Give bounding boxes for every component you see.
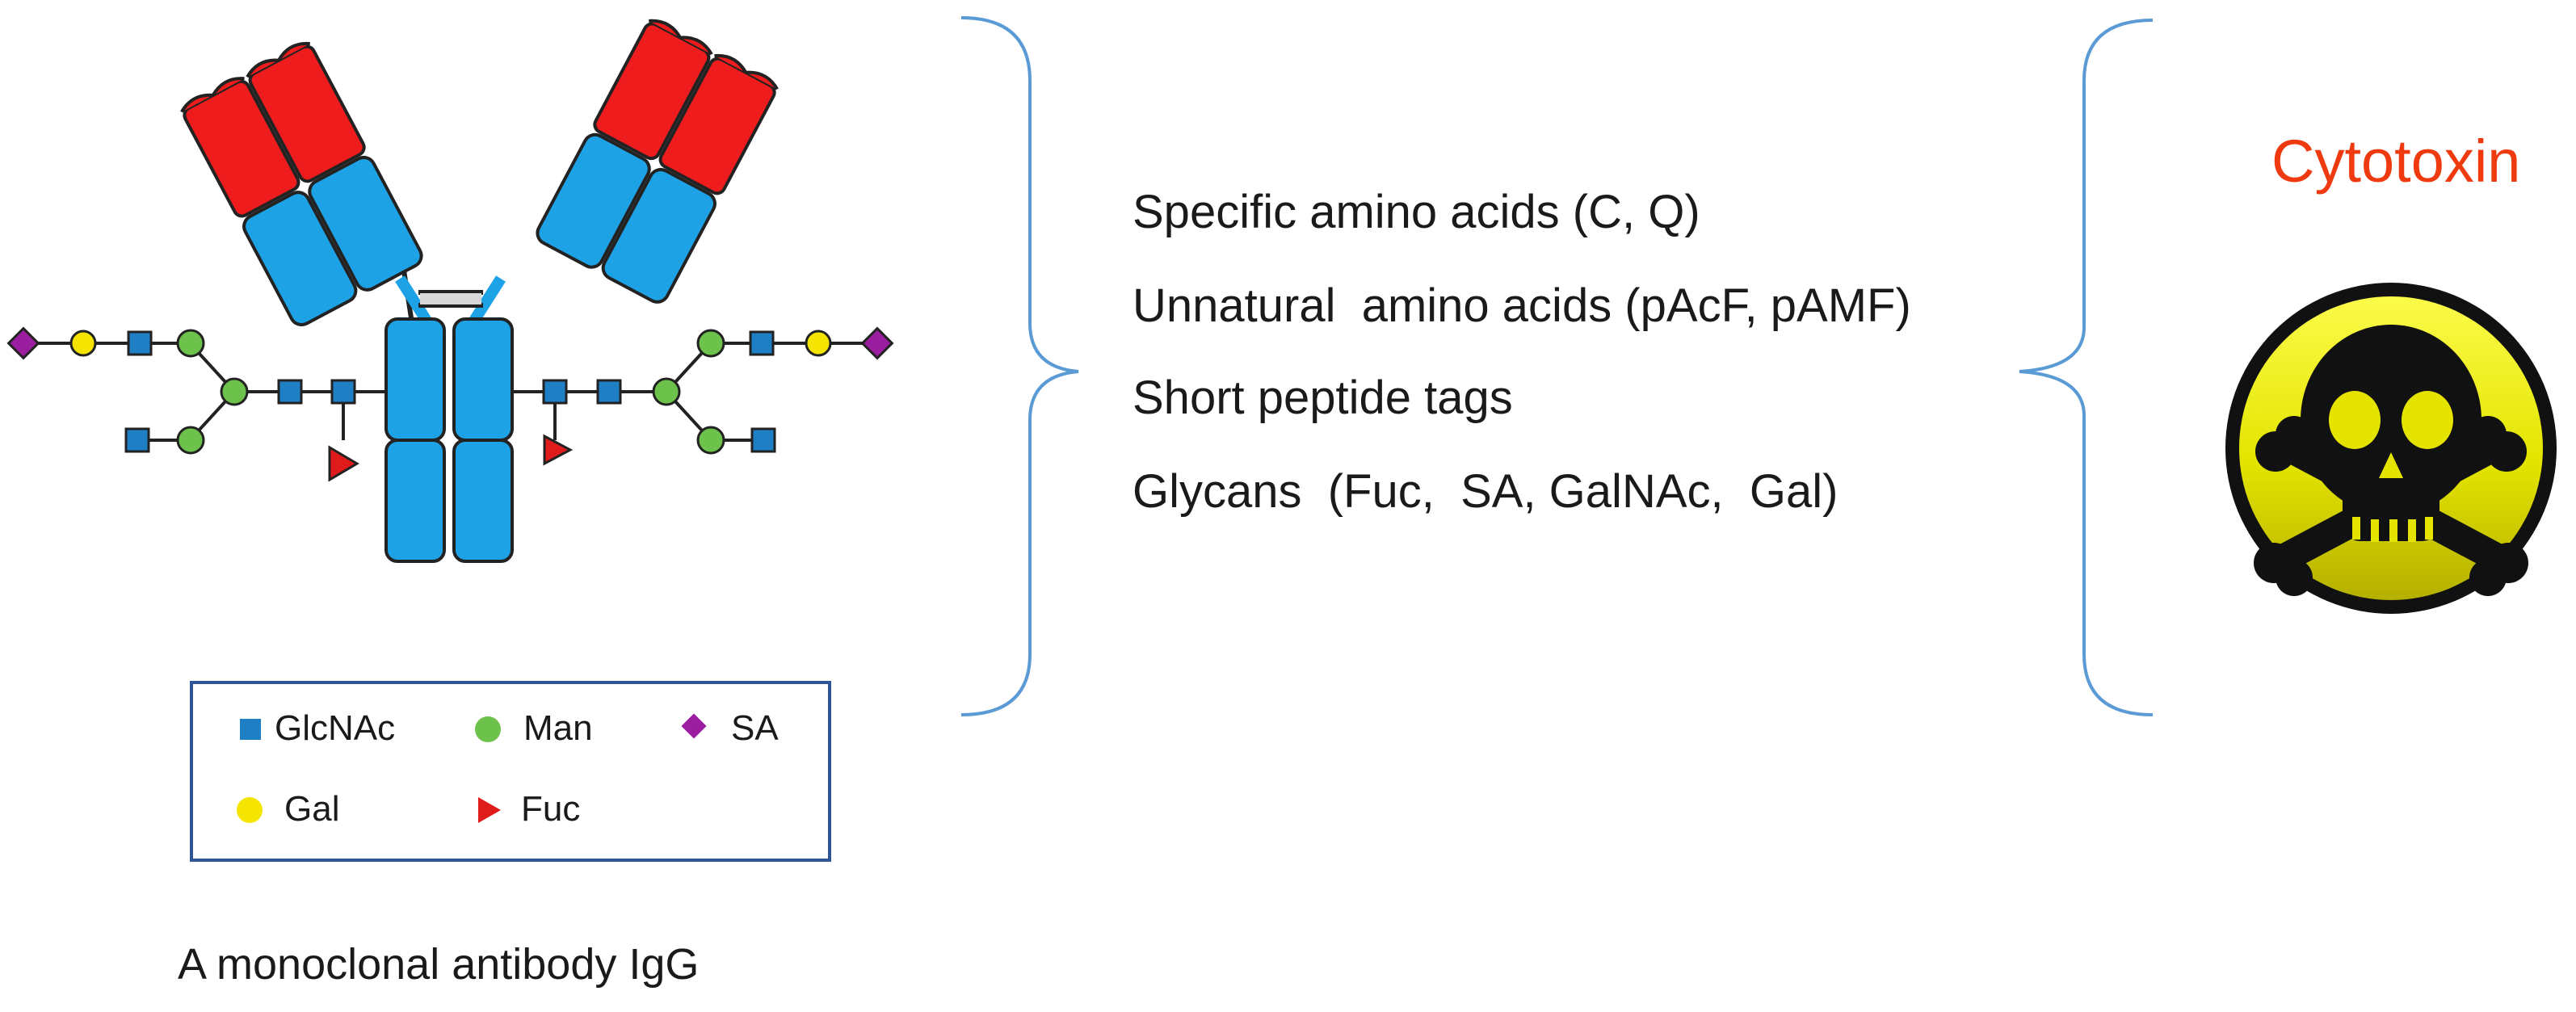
conjugation-site-item: Glycans (Fuc, SA, GalNAc, Gal) [1133,465,1838,518]
glcnac-square-icon [330,379,356,405]
fc-left-ch2 [385,317,446,442]
man-circle-icon [652,377,681,406]
antibody-igg [180,19,779,563]
glcnac-square-icon [749,330,775,356]
legend-fuc-label: Fuc [521,789,580,829]
legend-gal-label: Gal [284,789,339,829]
fuc-triangle-icon [543,434,574,466]
left-light-chain-constant [242,191,358,327]
man-circle-icon [176,329,205,358]
right-glycan-residues [542,326,894,466]
right-light-chain-constant [601,168,716,304]
legend-sa-label: SA [731,708,779,748]
legend-glcnac-icon [240,719,261,740]
man-circle-icon [696,426,725,455]
legend-fuc-icon [478,797,501,823]
fuc-triangle-icon [328,445,359,482]
left-curly-bracket [960,16,1079,716]
conjugation-site-item: Unnatural amino acids (pAcF, pAMF) [1133,279,1911,332]
conjugation-site-list: Specific amino acids (C, Q) Unnatural am… [1133,186,1911,518]
left-fab-arm [180,41,423,327]
glycan-legend: GlcNAc Man SA Gal Fuc [190,681,831,862]
cytotoxin-label: Cytotoxin [2271,128,2520,195]
glcnac-square-icon [124,427,150,453]
left-heavy-chain-constant [308,155,423,292]
fc-left-ch3 [385,439,446,563]
legend-glcnac-label: GlcNAc [275,708,395,748]
left-glycan-residues [6,326,359,482]
skull-crossbones-icon [2225,283,2557,614]
legend-gal-icon [237,797,263,823]
sa-diamond-icon [860,326,894,360]
legend-man-icon [475,716,501,742]
legend-box [190,681,831,862]
hinge-region [395,270,506,326]
legend-man-label: Man [523,708,593,748]
sa-diamond-icon [6,326,40,360]
fc-right-ch3 [452,439,514,563]
glcnac-square-icon [277,379,303,405]
gal-circle-icon [805,330,832,357]
glcnac-square-icon [750,427,776,453]
gal-circle-icon [69,330,97,357]
antibody-caption: A monoclonal antibody IgG [178,940,699,989]
right-heavy-chain-constant [536,132,651,269]
glcnac-square-icon [127,330,153,356]
fc-region [385,317,514,563]
fc-right-ch2 [452,317,514,442]
conjugation-site-item: Specific amino acids (C, Q) [1133,186,1700,238]
conjugation-site-item: Short peptide tags [1133,372,1513,424]
man-circle-icon [696,329,725,358]
right-curly-bracket [2019,19,2154,716]
glcnac-square-icon [542,379,568,405]
man-circle-icon [176,426,205,455]
man-circle-icon [220,377,249,406]
glcnac-square-icon [596,379,622,405]
right-fab-arm [536,19,779,304]
